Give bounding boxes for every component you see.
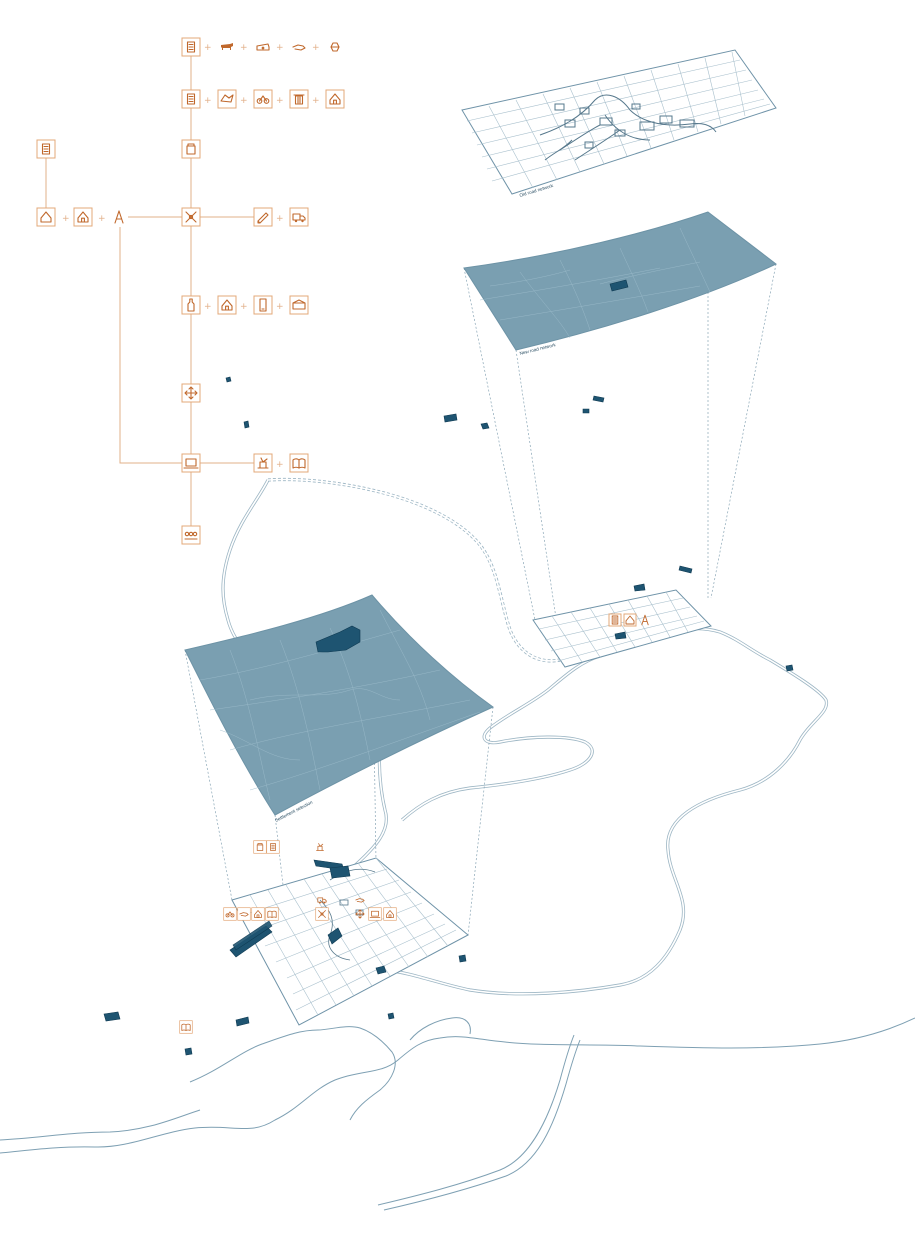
svg-text:+: + [98,214,106,224]
jar-icon [181,139,201,159]
document-icon [36,139,56,159]
document-icon [181,89,201,109]
pencil-icon [253,207,273,227]
hands-icon [217,89,237,109]
svg-text:+: + [204,302,212,312]
svg-text:+: + [62,214,70,224]
layer-new-road-network: New road network [463,211,777,356]
laptop-icon [181,453,201,473]
svg-text:+: + [240,43,248,53]
sign-icon [253,453,273,473]
svg-text:+: + [276,302,284,312]
lower-base-grid [231,857,469,1026]
house-icon [217,295,237,315]
hand-icon [292,44,306,51]
people-icon [181,525,201,545]
cow-icon [221,43,233,50]
house-icon [36,207,56,227]
middle-base-grid [532,589,712,668]
cheese-icon [256,43,270,51]
svg-text:+: + [276,214,284,224]
tent-icon [289,295,309,315]
svg-text:+: + [276,460,284,470]
svg-text:+: + [276,96,284,106]
book-icon [289,453,309,473]
svg-text:+: + [312,96,320,106]
process-flow-plus-signs: + + + + + + + + + + + + + + + [62,43,320,470]
layer-settlement-selection: Settlement selection [184,594,494,823]
layer-old-road-network: Old road network [461,49,777,198]
document-icon [181,37,201,57]
svg-text:+: + [240,96,248,106]
svg-text:+: + [312,43,320,53]
truck-icon [289,207,309,227]
phone-icon [253,295,273,315]
arrows-icon [181,383,201,403]
svg-text:+: + [276,43,284,53]
svg-text:+: + [240,302,248,312]
honeycomb-icon [330,42,340,52]
cross-icon [181,207,201,227]
house-icon [325,89,345,109]
bicycles-icon [253,89,273,109]
process-flow-lines [45,56,256,526]
bottle-icon [181,295,201,315]
svg-text:+: + [204,43,212,53]
svg-text:+: + [204,96,212,106]
scattered-buildings [103,376,794,1056]
middle-base-icons [608,613,649,627]
bin-icon [289,89,309,109]
coastline [0,1017,915,1211]
compass-icon [114,210,124,224]
house-icon [73,207,93,227]
